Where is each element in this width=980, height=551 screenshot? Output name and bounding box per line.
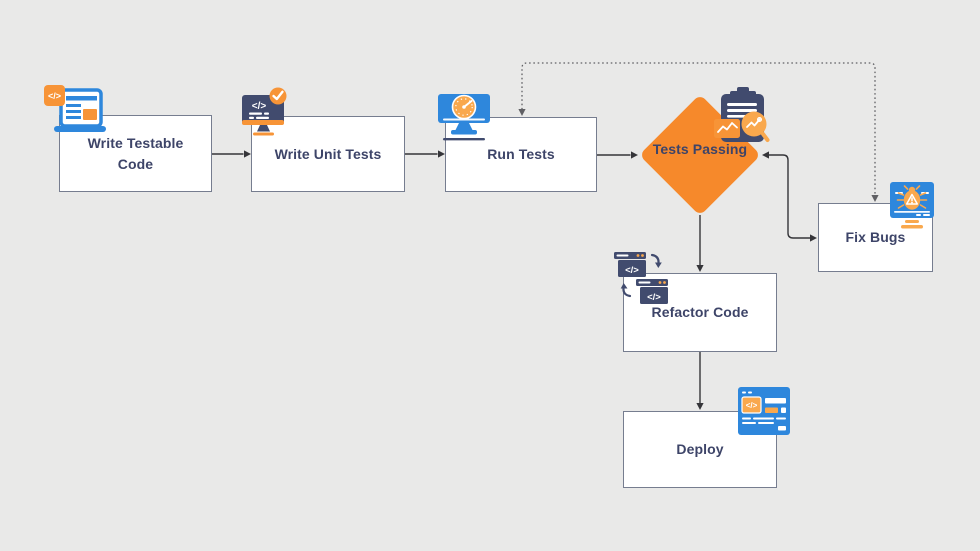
monitor-gauge-icon-svg <box>438 94 490 141</box>
browser-code-icon-svg: </> <box>738 387 790 435</box>
clipboard-magnifier-icon <box>712 86 772 153</box>
monitor-code-check-icon: </> <box>240 86 290 144</box>
laptop-code-icon: </> <box>40 83 108 140</box>
monitor-bug-icon-svg <box>890 182 934 229</box>
clipboard-magnifier-icon-svg <box>714 87 770 142</box>
monitor-bug-icon <box>888 180 936 236</box>
node-write-unit-tests[interactable]: Write Unit Tests <box>251 116 405 192</box>
node-refactor-code[interactable]: Refactor Code <box>623 273 777 352</box>
code-glyph: </> <box>625 265 639 276</box>
magnifier-icon <box>741 111 770 142</box>
node-run-tests[interactable]: Run Tests <box>445 117 597 192</box>
edge-write-unit-tests-to-run-tests <box>405 150 445 158</box>
code-glyph: </> <box>746 401 758 410</box>
node-label-deploy: Deploy <box>676 441 724 457</box>
bug-warning-icon <box>896 185 928 210</box>
check-icon <box>269 87 287 105</box>
node-label-fix-bugs: Fix Bugs <box>845 229 906 245</box>
monitor-code-check-icon-svg: </> <box>242 87 287 136</box>
monitor-gauge-icon <box>436 92 492 149</box>
edge-write-testable-code-to-write-unit-tests <box>212 150 251 158</box>
code-glyph: </> <box>252 101 267 112</box>
code-glyph: </> <box>48 91 61 101</box>
browser-code-icon: </> <box>738 387 790 440</box>
code-glyph: </> <box>647 292 661 303</box>
node-label-write-testable-code: Write Testable Code <box>87 134 184 172</box>
edge-refactor-code-to-deploy <box>696 352 704 410</box>
node-label-run-tests: Run Tests <box>487 146 555 162</box>
node-label-tests-passing: Tests Passing <box>652 141 748 157</box>
edge-tests-passing-to-refactor-code <box>696 215 704 272</box>
node-label-refactor-code: Refactor Code <box>651 304 749 320</box>
node-label-write-unit-tests: Write Unit Tests <box>274 145 382 162</box>
edge-fix-bugs-to-run-tests-dotted <box>518 62 879 202</box>
refactor-windows-icon-svg: </> </> <box>614 252 668 304</box>
edge-tests-passing-to-fix-bugs <box>762 151 817 242</box>
refactor-windows-icon: </> </> <box>612 248 670 311</box>
edge-run-tests-to-tests-passing <box>597 151 638 159</box>
laptop-code-icon-svg: </> <box>44 85 106 132</box>
